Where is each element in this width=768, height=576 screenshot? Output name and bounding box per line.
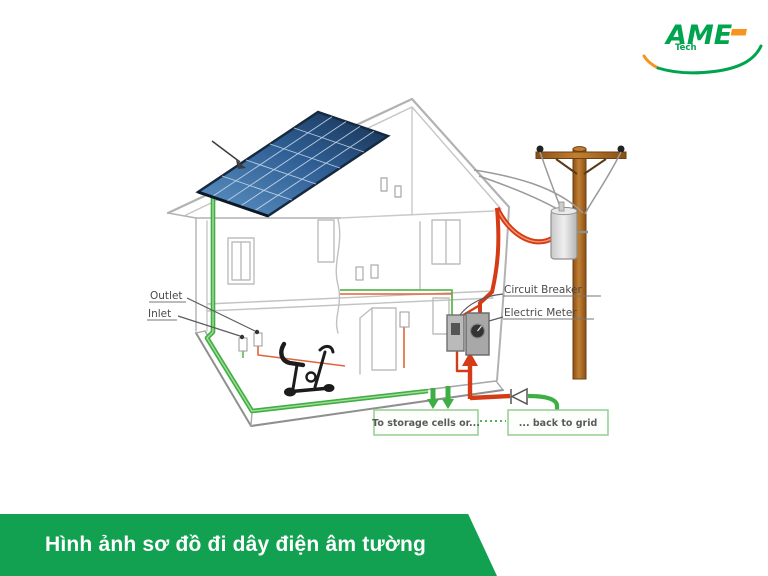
callout-labels: Outlet Inlet Circuit Breaker Electric Me… [147,284,601,340]
grid-box: ... back to grid [507,409,609,436]
grid-wire-red [257,206,555,401]
caption-banner: Hình ảnh sơ đồ đi dây điện âm tường [0,514,497,576]
circuit-breaker-box [446,314,465,352]
logo-swoosh-green-icon [656,44,763,75]
solar-panel [195,110,391,218]
logo-orange-bar-icon [730,29,747,36]
circuit-breaker-label: Circuit Breaker [504,284,582,296]
ame-logo: AME Tech [642,14,766,80]
caption-text: Hình ảnh sơ đồ đi dây điện âm tường [44,533,427,556]
utility-pole [473,145,627,380]
storage-box-label: To storage cells or... [372,418,480,429]
electric-meter-box [465,312,490,356]
grid-box-label: ... back to grid [519,418,598,429]
solar-wire-green [204,196,560,414]
exercise-bike [279,341,335,397]
outlet-label: Outlet [150,290,183,302]
storage-box: To storage cells or... [372,409,480,436]
check-valve-icon [510,387,528,406]
ame-logo-graphic: AME Tech [642,20,763,75]
logo-swoosh-orange-icon [642,54,660,70]
transformer [550,201,588,260]
inlet-label: Inlet [148,308,171,320]
electric-meter-label: Electric Meter [504,307,577,319]
logo-brand-text: AME [664,20,733,51]
logo-tagline-text: Tech [675,43,697,53]
